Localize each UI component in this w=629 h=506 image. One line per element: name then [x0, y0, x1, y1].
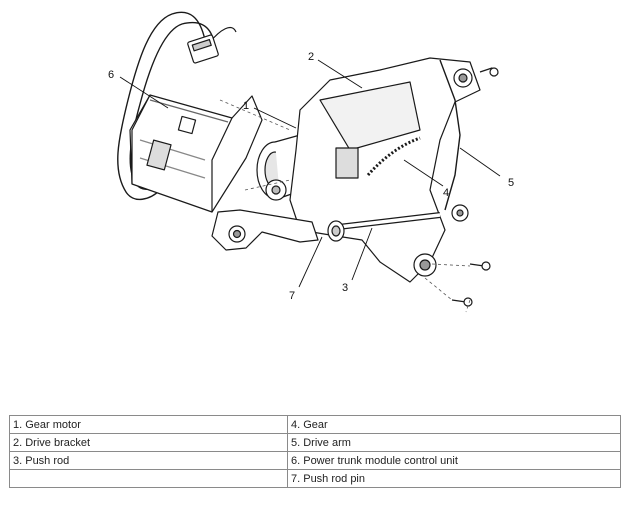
bolt [469, 261, 491, 271]
callout-3: 3 [342, 282, 348, 294]
drive-arm [439, 59, 461, 211]
push-rod [329, 204, 469, 231]
legend-cell: 2. Drive bracket [9, 433, 288, 452]
legend-cell: 3. Push rod [9, 451, 288, 470]
legend-cell [9, 469, 288, 488]
wiring-harness [117, 11, 215, 200]
gear [335, 136, 421, 179]
legend-cell: 1. Gear motor [9, 415, 288, 434]
callout-7: 7 [289, 290, 295, 302]
callout-2: 2 [308, 51, 314, 63]
legend-cell: 7. Push rod pin [287, 469, 621, 488]
callout-6: 6 [108, 69, 114, 81]
exploded-assembly-diagram: 6 1 2 3 4 5 7 [108, 11, 514, 313]
callout-4: 4 [443, 187, 449, 199]
legend-row: 7. Push rod pin [9, 469, 621, 488]
legend-row: 3. Push rod 6. Power trunk module contro… [9, 451, 621, 470]
control-unit [129, 94, 263, 213]
callout-5: 5 [508, 177, 514, 189]
legend-cell: 4. Gear [287, 415, 621, 434]
parts-legend-table: 1. Gear motor 4. Gear 2. Drive bracket 5… [9, 415, 621, 488]
push-rod-pin [211, 209, 345, 251]
drive-bracket [289, 57, 499, 283]
callout-1: 1 [243, 100, 249, 112]
legend-row: 2. Drive bracket 5. Drive arm [9, 433, 621, 452]
legend-cell: 5. Drive arm [287, 433, 621, 452]
harness-connector [187, 34, 219, 64]
legend-row: 1. Gear motor 4. Gear [9, 415, 621, 434]
legend-cell: 6. Power trunk module control unit [287, 451, 621, 470]
